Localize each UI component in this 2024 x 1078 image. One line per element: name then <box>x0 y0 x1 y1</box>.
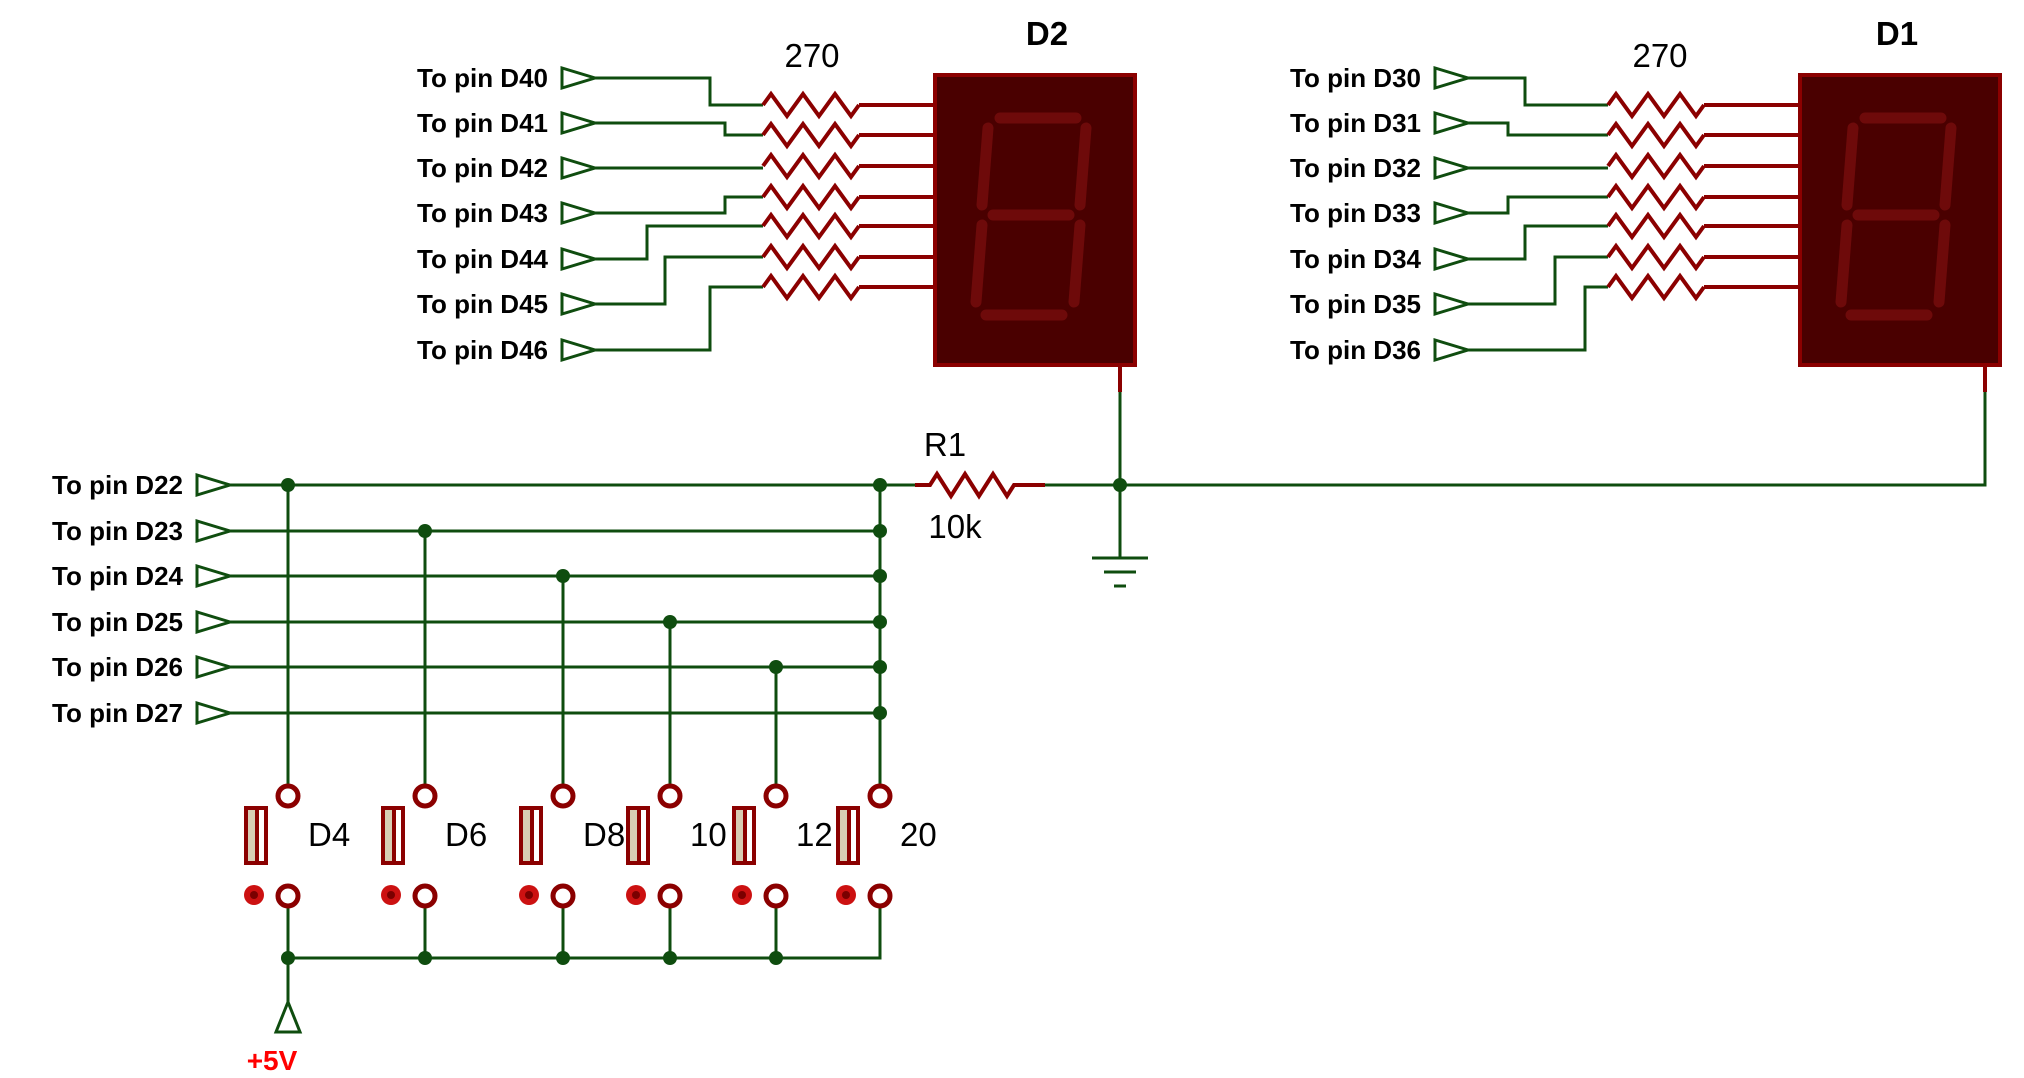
resistor-network-value: 270 <box>1632 37 1687 74</box>
pin-label: To pin D40 <box>417 63 548 93</box>
button-pin-terminals <box>195 472 236 726</box>
pin-label: To pin D41 <box>417 108 548 138</box>
resistor-network-d2 <box>761 90 935 302</box>
button-pin-labels: To pin D22 To pin D23 To pin D24 To pin … <box>52 470 184 728</box>
push-button-d4: D4 <box>244 783 350 909</box>
button-label: 10 <box>690 816 727 853</box>
pin-label: To pin D27 <box>52 698 183 728</box>
pin-label: To pin D22 <box>52 470 183 500</box>
pin-label: To pin D26 <box>52 652 183 682</box>
pin-label: To pin D46 <box>417 335 548 365</box>
pin-label: To pin D24 <box>52 561 184 591</box>
button-label: 12 <box>796 816 833 853</box>
pin-terminals-d1 <box>1433 65 1474 363</box>
push-button-d8: D8 <box>519 783 625 909</box>
pin-label: To pin D31 <box>1290 108 1421 138</box>
resistor-network-value: 270 <box>784 37 839 74</box>
pin-label: To pin D44 <box>417 244 549 274</box>
pin-label: To pin D34 <box>1290 244 1422 274</box>
resistor-value: 10k <box>928 508 982 545</box>
pin-label: To pin D42 <box>417 153 548 183</box>
pin-label: To pin D32 <box>1290 153 1421 183</box>
display-title: D1 <box>1876 15 1918 52</box>
push-button-12: 12 <box>732 783 833 909</box>
resistor-network-d1 <box>1606 90 1800 302</box>
pin-label: To pin D45 <box>417 289 548 319</box>
pin-terminals-d2 <box>560 65 601 363</box>
seven-segment-display-d1 <box>1798 73 2002 392</box>
pin-label: To pin D33 <box>1290 198 1421 228</box>
pin-label: To pin D36 <box>1290 335 1421 365</box>
power-label: +5V <box>247 1045 298 1076</box>
pin-label: To pin D43 <box>417 198 548 228</box>
button-label: D4 <box>308 816 350 853</box>
junction-dots <box>281 478 1127 965</box>
pin-label: To pin D25 <box>52 607 183 637</box>
push-button-20: 20 <box>836 783 937 909</box>
resistor-r1 <box>915 470 1045 500</box>
power-terminal <box>273 997 303 1034</box>
pin-labels-d1: To pin D30 To pin D31 To pin D32 To pin … <box>1290 63 1422 365</box>
resistor-id: R1 <box>924 426 966 463</box>
push-button-10: 10 <box>626 783 727 909</box>
seven-segment-display-d2 <box>933 73 1137 392</box>
button-label: D6 <box>445 816 487 853</box>
pin-label: To pin D23 <box>52 516 183 546</box>
button-label: D8 <box>583 816 625 853</box>
display-title: D2 <box>1026 15 1068 52</box>
pin-labels-d2: To pin D40 To pin D41 To pin D42 To pin … <box>417 63 549 365</box>
pin-label: To pin D30 <box>1290 63 1421 93</box>
pin-label: To pin D35 <box>1290 289 1421 319</box>
button-label: 20 <box>900 816 937 853</box>
push-button-d6: D6 <box>381 783 487 909</box>
